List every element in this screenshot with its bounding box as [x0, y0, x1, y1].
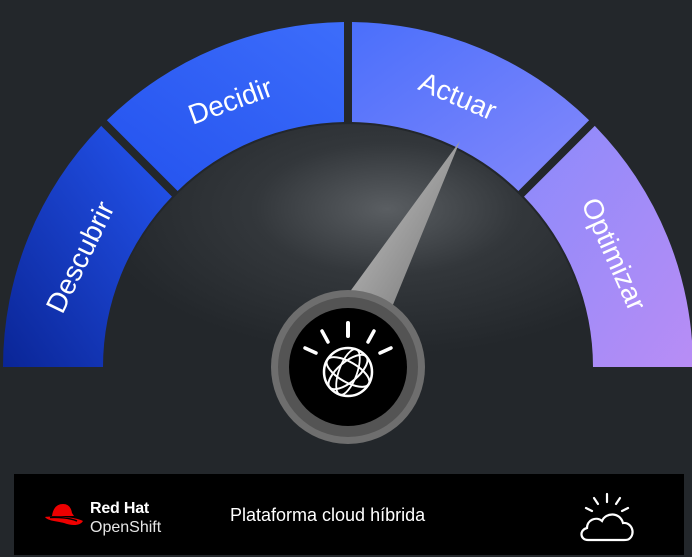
gauge-segment-optimizar — [524, 125, 692, 367]
red-hat-openshift-logo: Red Hat OpenShift — [44, 500, 204, 546]
gauge-segment-descubrir — [3, 125, 172, 368]
gauge-inner-glow — [105, 124, 591, 367]
ibm-watson-icon — [303, 321, 393, 398]
brand-line2: OpenShift — [90, 519, 162, 536]
gauge-segment-decidir — [106, 22, 345, 191]
gauge-needle — [338, 141, 460, 334]
platform-label: Plataforma cloud híbrida — [230, 505, 426, 525]
cloud-sun-icon — [580, 492, 634, 542]
red-hat-icon — [45, 504, 83, 526]
brand-line1: Red Hat — [90, 500, 150, 517]
gauge-segment-actuar — [351, 22, 590, 191]
platform-footer: Red Hat OpenShift Plataforma cloud híbri… — [14, 474, 684, 555]
gauge-hub — [271, 290, 425, 444]
